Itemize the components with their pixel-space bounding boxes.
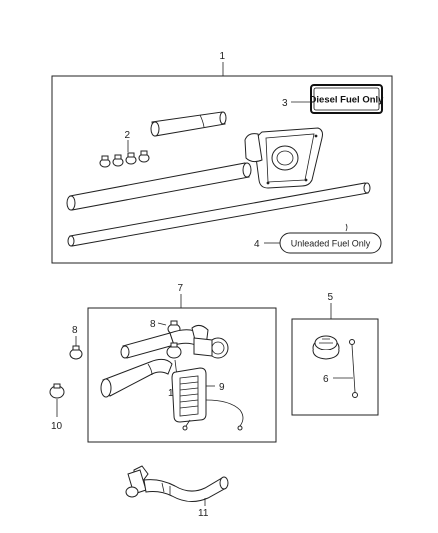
fill-hose-lower: [100, 358, 173, 398]
kit-box-1: 1: [51, 51, 393, 264]
clamp: [112, 154, 124, 167]
callout-9: 9: [219, 382, 225, 393]
clamp: [99, 155, 111, 168]
callout-11: 11: [198, 508, 209, 519]
callout-8-inner: 8: [150, 319, 156, 330]
fill-tube-long-diesel: [66, 162, 252, 211]
fill-tube-long-unleaded: [67, 182, 371, 247]
fill-tube-short: [150, 111, 227, 137]
callout-4: 4: [254, 239, 260, 250]
clamp: [138, 150, 150, 163]
callout-3: 3: [282, 98, 288, 109]
kit-box-7: 7: [87, 283, 277, 443]
fill-hose-assembly: [120, 324, 229, 359]
unleaded-label-text: Unleaded Fuel Only: [291, 239, 371, 249]
callout-7: 7: [178, 283, 184, 294]
hose-clamp-10-outer: 10: [49, 383, 65, 432]
diesel-label-text: Diesel Fuel Only: [310, 95, 385, 106]
hose-clamp-8-outer: 8: [69, 325, 83, 360]
callout-2: 2: [125, 130, 131, 141]
diesel-fuel-label: Diesel Fuel Only 3: [282, 84, 385, 114]
fuel-filler-housing: [244, 127, 323, 189]
heat-shield-9: 9: [171, 367, 244, 431]
fuel-cap: [312, 335, 340, 360]
hose-clamps-2: 2: [99, 130, 150, 168]
unleaded-fuel-label: Unleaded Fuel Only 4: [254, 223, 382, 254]
callout-5: 5: [328, 292, 334, 303]
clamp: [125, 152, 137, 165]
callout-6: 6: [323, 374, 329, 385]
fill-hose-11: 11: [125, 465, 229, 519]
fuel-cap-tether: 6: [323, 339, 358, 398]
callout-10-outer: 10: [51, 421, 63, 432]
callout-1: 1: [220, 51, 226, 62]
callout-8-outer: 8: [72, 325, 78, 336]
kit-box-5: 5: [291, 292, 379, 416]
